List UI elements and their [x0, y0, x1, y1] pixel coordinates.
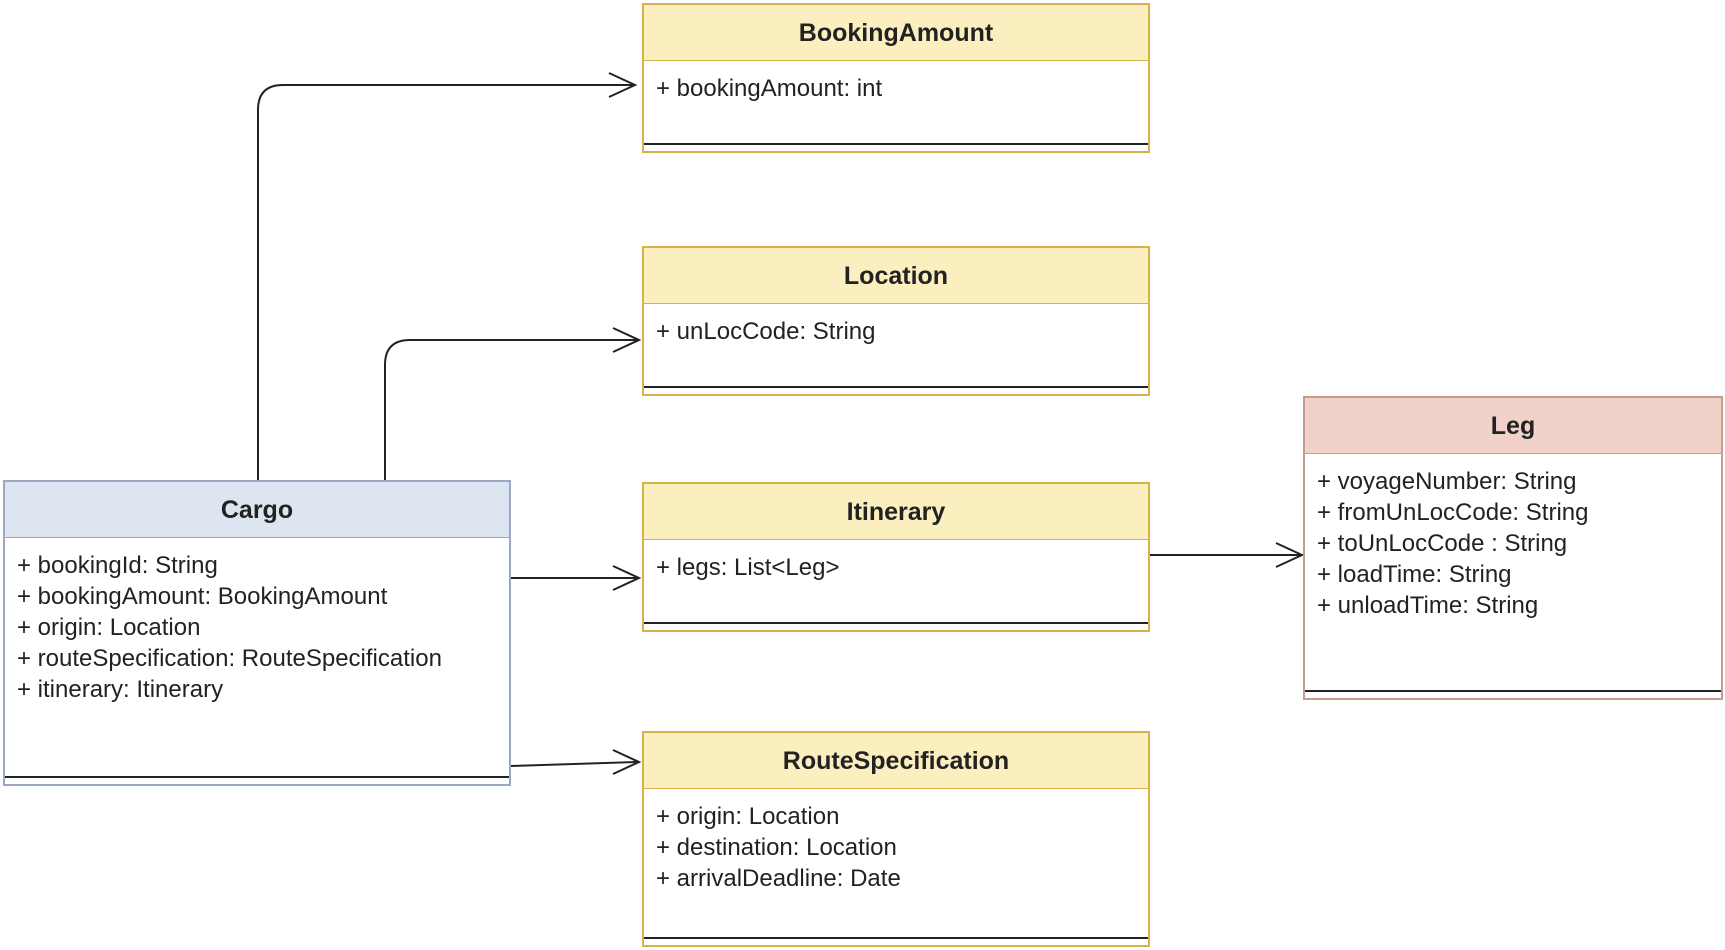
class-location[interactable]: Location + unLocCode: String [642, 246, 1150, 396]
class-attribute: + voyageNumber: String [1317, 468, 1577, 495]
class-booking-amount-title: BookingAmount [644, 5, 1148, 61]
class-attribute: + destination: Location [656, 834, 897, 861]
class-route-specification-title: RouteSpecification [644, 733, 1148, 789]
class-operations-divider [5, 776, 509, 778]
class-attribute: + fromUnLocCode: String [1317, 499, 1589, 526]
class-attribute: + origin: Location [17, 614, 201, 641]
class-operations-divider [644, 937, 1148, 939]
itinerary-to-leg-arrowhead [1275, 542, 1305, 568]
class-attribute: + routeSpecification: RouteSpecification [17, 645, 442, 672]
class-operations-divider [644, 622, 1148, 624]
class-location-attributes: + unLocCode: String [644, 304, 1148, 347]
cargo-to-itinerary-arrowhead [612, 565, 642, 591]
cargo-to-location-arrow [384, 339, 637, 480]
class-route-specification-attributes: + origin: Location + destination: Locati… [644, 789, 1148, 894]
class-location-title: Location [644, 248, 1148, 304]
class-itinerary-attributes: + legs: List<Leg> [644, 540, 1148, 583]
cargo-to-bookingamount-arrow [257, 84, 633, 480]
class-leg-attributes: + voyageNumber: String + fromUnLocCode: … [1305, 454, 1721, 621]
class-attribute: + unLocCode: String [656, 318, 876, 345]
class-attribute: + unloadTime: String [1317, 592, 1539, 619]
cargo-to-routespecification-arrow [510, 761, 638, 767]
class-cargo-title: Cargo [5, 482, 509, 538]
class-cargo-attributes: + bookingId: String + bookingAmount: Boo… [5, 538, 509, 705]
class-attribute: + arrivalDeadline: Date [656, 865, 901, 892]
class-booking-amount-attributes: + bookingAmount: int [644, 61, 1148, 104]
class-attribute: + origin: Location [656, 803, 840, 830]
class-attribute: + bookingAmount: BookingAmount [17, 583, 388, 610]
class-attribute: + legs: List<Leg> [656, 554, 840, 581]
cargo-to-routespecification-arrowhead [612, 749, 642, 775]
class-leg[interactable]: Leg + voyageNumber: String + fromUnLocCo… [1303, 396, 1723, 700]
class-leg-title: Leg [1305, 398, 1721, 454]
class-attribute: + bookingId: String [17, 552, 218, 579]
class-operations-divider [1305, 690, 1721, 692]
cargo-to-location-arrowhead [612, 327, 642, 353]
class-cargo[interactable]: Cargo + bookingId: String + bookingAmoun… [3, 480, 511, 786]
class-attribute: + itinerary: Itinerary [17, 676, 224, 703]
class-itinerary[interactable]: Itinerary + legs: List<Leg> [642, 482, 1150, 632]
class-attribute: + bookingAmount: int [656, 75, 883, 102]
class-attribute: + toUnLocCode : String [1317, 530, 1568, 557]
class-booking-amount[interactable]: BookingAmount + bookingAmount: int [642, 3, 1150, 153]
class-attribute: + loadTime: String [1317, 561, 1512, 588]
class-itinerary-title: Itinerary [644, 484, 1148, 540]
class-route-specification[interactable]: RouteSpecification + origin: Location + … [642, 731, 1150, 947]
cargo-to-bookingamount-arrowhead [608, 72, 638, 98]
class-operations-divider [644, 143, 1148, 145]
class-operations-divider [644, 386, 1148, 388]
